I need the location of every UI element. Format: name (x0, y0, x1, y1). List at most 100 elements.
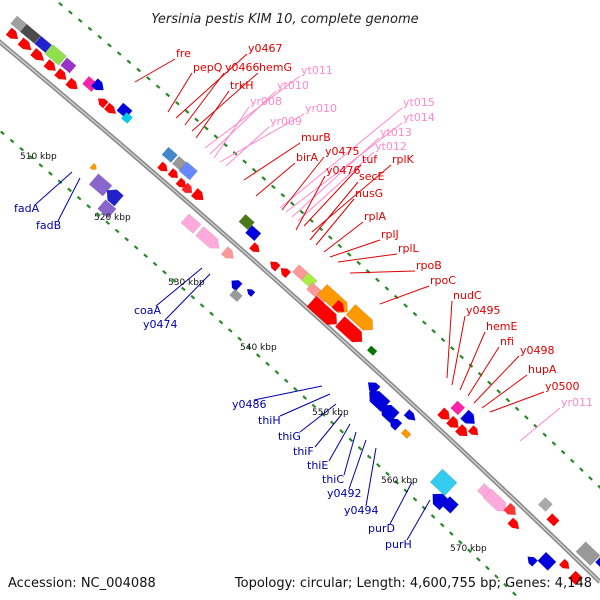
gene-label-outer: hemE (486, 320, 517, 333)
label-leaders (35, 53, 561, 541)
gene-feature (65, 77, 78, 90)
leader-line (343, 431, 357, 476)
gene-feature (527, 556, 539, 567)
gene-feature (43, 59, 57, 71)
leader-line (281, 156, 325, 211)
scale-label: 540 kbp (240, 343, 277, 353)
gene-feature (175, 177, 187, 188)
tick-mark (283, 378, 289, 384)
gene-label-outer: yr010 (305, 102, 337, 115)
tick-mark (376, 462, 381, 468)
tick-mark (487, 380, 492, 386)
leader-line (167, 72, 193, 113)
gene-feature (248, 242, 260, 253)
leader-line (329, 239, 381, 258)
gene-feature (460, 409, 475, 425)
tick-mark (38, 163, 44, 168)
tick-mark (242, 159, 248, 164)
gene-feature (246, 288, 256, 298)
tick-mark (459, 354, 464, 360)
leader-line (253, 385, 323, 401)
tick-mark (302, 395, 308, 400)
tick-mark (289, 201, 295, 206)
gene-label-outer: hupA (528, 363, 557, 376)
gene-label-outer: rpoB (416, 259, 442, 272)
tick-mark (366, 454, 372, 460)
leader-line (213, 106, 250, 159)
gene-label-inner: y0494 (344, 504, 379, 517)
tick-mark (19, 146, 25, 152)
tick-mark (165, 92, 171, 98)
tick-mark (0, 130, 5, 136)
gene-feature (537, 551, 557, 571)
tick-mark (9, 138, 15, 144)
leader-line (195, 90, 230, 139)
tick-mark (162, 269, 167, 275)
gene-feature (594, 554, 600, 570)
gene-feature (190, 187, 204, 201)
gene-feature (269, 261, 281, 272)
tick-mark (227, 328, 233, 333)
tick-mark (579, 467, 584, 472)
gene-feature (20, 23, 41, 44)
gene-label-inner: purH (385, 538, 412, 551)
accession-text: Accession: NC_004088 (8, 576, 156, 591)
gene-feature (103, 102, 117, 114)
tick-mark (180, 286, 186, 292)
leader-line (295, 175, 326, 231)
scale-label: 530 kbp (168, 278, 205, 288)
tick-mark (246, 344, 252, 350)
leader-line (323, 221, 364, 253)
gene-feature (229, 288, 243, 303)
leader-line (451, 315, 466, 386)
gene-feature (44, 44, 67, 66)
gene-feature (441, 496, 459, 514)
tick-mark (199, 303, 205, 308)
tick-mark (124, 236, 130, 242)
tick-mark (86, 204, 92, 209)
gene-feature (482, 488, 507, 512)
tick-mark (439, 522, 445, 528)
tick-mark (194, 117, 200, 123)
gene-feature (575, 541, 600, 567)
leader-line (379, 285, 430, 305)
tick-mark (209, 311, 214, 317)
gene-feature (97, 199, 117, 219)
leader-line (467, 346, 500, 397)
gene-label-outer: tuf (362, 153, 378, 166)
gene-label-inner: thiH (258, 414, 281, 427)
gene-label-outer: yr011 (561, 396, 593, 409)
gene-label-inner: y0486 (232, 398, 267, 411)
gene-label-outer: rplJ (381, 228, 399, 241)
leader-line (134, 58, 176, 83)
tick-mark (385, 471, 390, 477)
gene-feature (181, 182, 193, 194)
gene-feature (280, 268, 292, 279)
leader-line (389, 481, 413, 525)
gene-label-outer: y0475 (325, 145, 360, 158)
gene-feature (60, 57, 77, 74)
tick-mark (357, 445, 363, 451)
leader-line (191, 72, 259, 132)
tick-mark (237, 336, 242, 342)
tick-mark (203, 125, 209, 131)
leader-line (348, 439, 367, 490)
gene-label-outer: secE (359, 170, 385, 183)
gene-feature (231, 280, 243, 292)
gene-label-outer: nusG (355, 187, 383, 200)
gene-feature (17, 37, 32, 51)
gene-label-inner: y0492 (327, 487, 362, 500)
gene-feature (90, 78, 104, 91)
gene-label-outer: hemG (259, 61, 292, 74)
tick-mark (145, 76, 151, 81)
gene-label-outer: yr008 (250, 95, 282, 108)
leader-line (489, 391, 545, 413)
leader-line (337, 253, 398, 263)
leader-line (315, 198, 355, 246)
gene-feature (5, 27, 19, 40)
gene-label-outer: y0476 (326, 164, 361, 177)
gene-feature (537, 496, 553, 512)
gene-feature (306, 295, 338, 325)
scale-label: 560 kbp (381, 476, 418, 486)
